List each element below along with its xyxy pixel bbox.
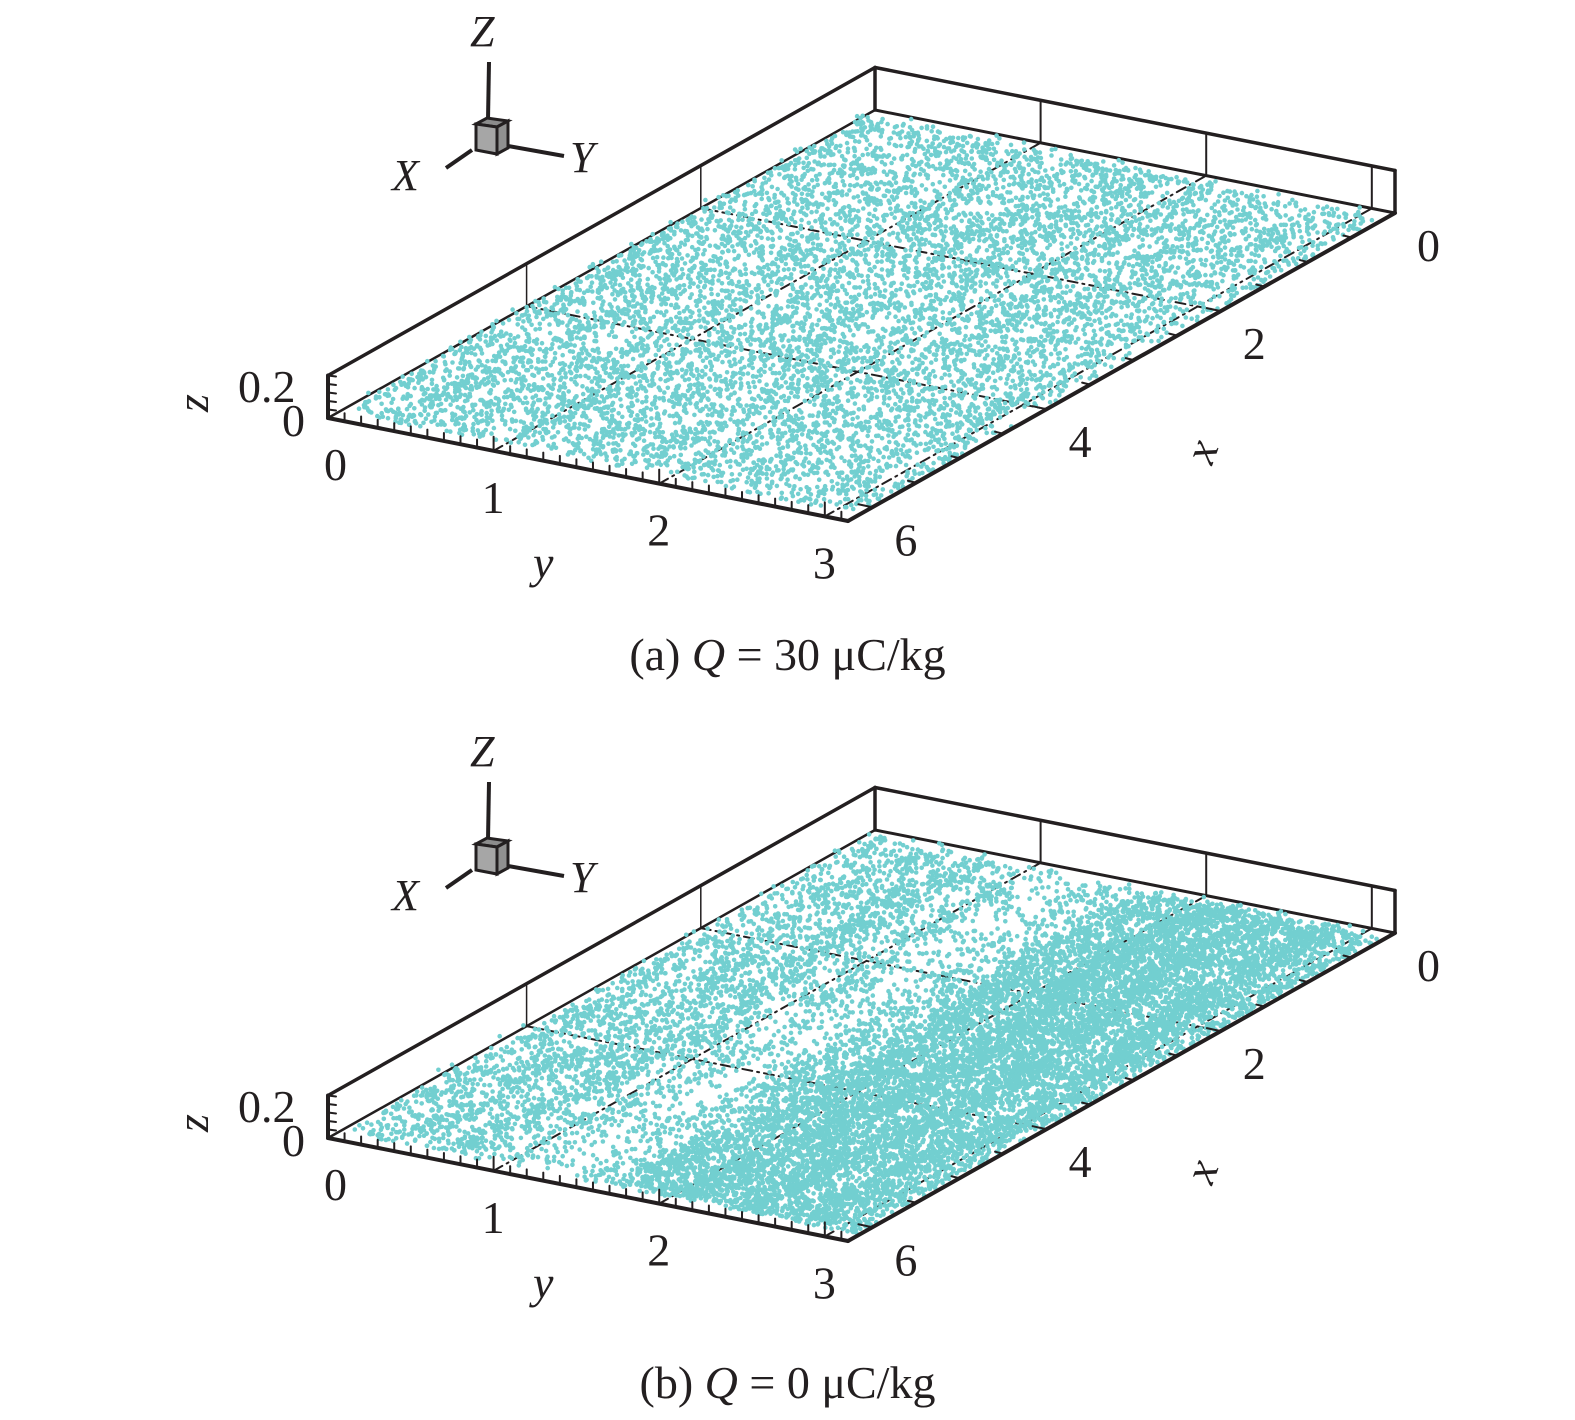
- triad-y-label: Y: [570, 853, 599, 902]
- triad-x-label: X: [390, 151, 421, 200]
- box-edge: [875, 68, 1395, 171]
- z-axis-tick: [328, 1138, 336, 1139]
- z-tick-label: 0.2: [238, 361, 296, 412]
- x-tick-label: 2: [1243, 318, 1266, 369]
- triad-y-label: Y: [570, 133, 599, 182]
- x-axis-label: x: [1173, 432, 1228, 470]
- x-axis-tick: [1343, 236, 1351, 238]
- x-tick-label: 4: [1069, 416, 1092, 467]
- z-axis-label: z: [167, 394, 218, 413]
- x-tick-label: 6: [894, 514, 917, 565]
- y-tick-label: 2: [647, 505, 670, 556]
- caption-b-variable: Q: [705, 1357, 738, 1408]
- z-axis-tick: [328, 1130, 336, 1131]
- axis-triad: Z X Y: [390, 7, 599, 200]
- z-tick-label: 0.2: [238, 1081, 296, 1132]
- axis-triad: Z X Y: [390, 727, 599, 920]
- y-tick-label: 3: [813, 537, 836, 588]
- z-axis-tick: [328, 1096, 336, 1097]
- caption-b-prefix: (b): [640, 1357, 705, 1408]
- x-axis-tick: [1169, 334, 1177, 336]
- x-axis-tick: [1126, 358, 1134, 360]
- caption-a-value: = 30 μC/kg: [725, 629, 946, 680]
- z-axis-tick: [328, 410, 336, 411]
- y-tick-label: 0: [324, 439, 347, 490]
- x-axis-tick: [1126, 1078, 1134, 1080]
- y-axis-label: y: [529, 1257, 554, 1308]
- y-tick-label: 3: [813, 1257, 836, 1308]
- caption-a-prefix: (a): [629, 629, 692, 680]
- z-axis-tick: [328, 1104, 336, 1105]
- triad-z-label: Z: [470, 7, 495, 56]
- z-axis-tick: [328, 393, 336, 394]
- z-axis-tick: [328, 376, 336, 377]
- z-axis-tick: [328, 401, 336, 402]
- z-axis-label: z: [167, 1114, 218, 1133]
- triad-z-label: Z: [470, 727, 495, 776]
- y-axis-label: y: [529, 537, 554, 588]
- caption-b-value: = 0 μC/kg: [738, 1357, 936, 1408]
- x-tick-label: 0: [1417, 220, 1440, 271]
- x-tick-label: 6: [894, 1234, 917, 1285]
- z-axis-tick: [328, 418, 336, 419]
- triad-x-label: X: [390, 871, 421, 920]
- caption-b: (b) Q = 0 μC/kg: [0, 1356, 1575, 1409]
- x-axis-tick: [1082, 383, 1090, 385]
- z-axis-tick: [328, 384, 336, 385]
- x-tick-label: 2: [1243, 1038, 1266, 1089]
- caption-a: (a) Q = 30 μC/kg: [0, 628, 1575, 681]
- x-axis-label: x: [1173, 1152, 1228, 1190]
- x-axis-tick: [1256, 1005, 1264, 1007]
- x-axis-tick: [951, 456, 959, 458]
- x-axis-tick: [1300, 260, 1308, 262]
- x-tick-label: 4: [1069, 1136, 1092, 1187]
- y-tick-label: 0: [324, 1159, 347, 1210]
- x-axis-tick: [951, 1176, 959, 1178]
- y-tick-label: 2: [647, 1225, 670, 1276]
- y-tick-label: 1: [482, 1192, 505, 1243]
- x-tick-label: 0: [1417, 940, 1440, 991]
- z-axis-tick: [328, 1113, 336, 1114]
- y-tick-label: 1: [482, 472, 505, 523]
- z-axis-tick: [328, 1121, 336, 1122]
- caption-a-variable: Q: [692, 629, 725, 680]
